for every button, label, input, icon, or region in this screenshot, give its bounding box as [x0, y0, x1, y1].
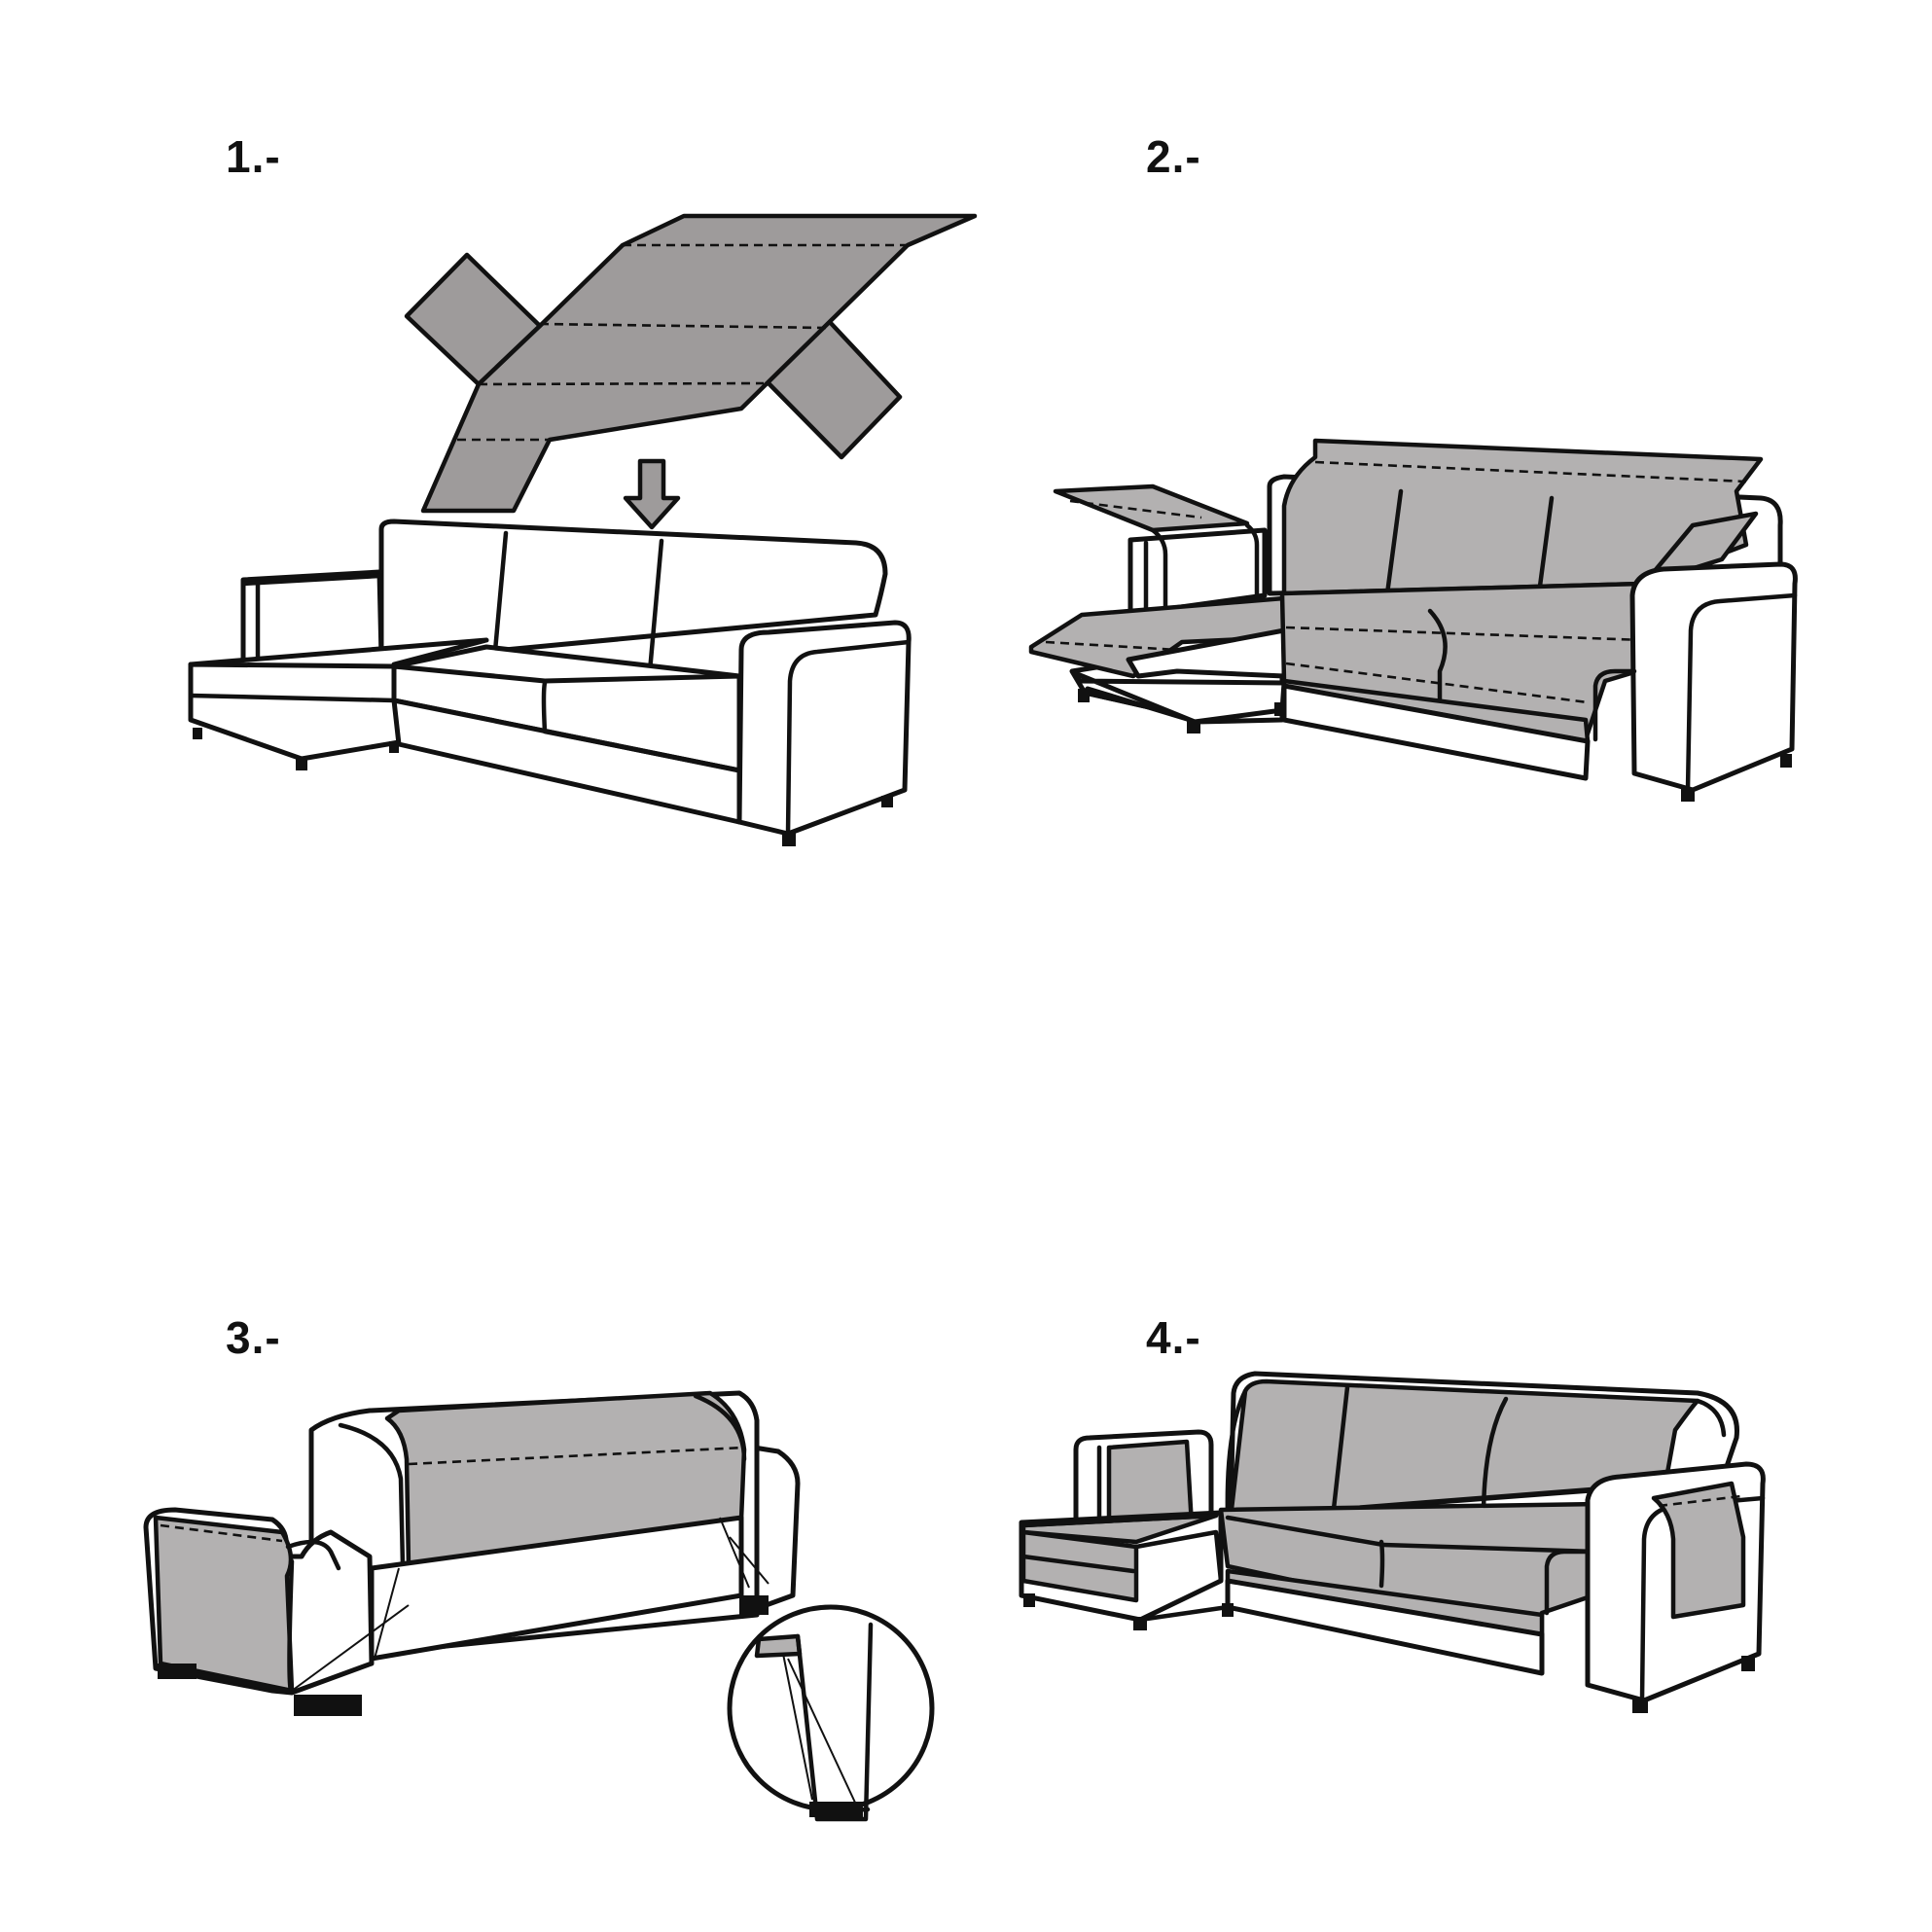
magnifier-circle-icon — [727, 1604, 935, 1822]
step-2-illustration — [1028, 438, 1798, 802]
step-3-label: 3.- — [226, 1312, 281, 1363]
step-1-illustration — [188, 213, 978, 846]
step-4-label: 4.- — [1146, 1312, 1201, 1363]
step-2-label: 2.- — [1146, 131, 1201, 182]
step-4-illustration — [1019, 1371, 1766, 1713]
unfolded-cover — [404, 213, 978, 514]
sofa-1 — [188, 519, 912, 846]
step-1-label: 1.- — [226, 131, 281, 182]
step-3-illustration — [143, 1390, 935, 1822]
down-arrow-icon — [623, 458, 681, 530]
